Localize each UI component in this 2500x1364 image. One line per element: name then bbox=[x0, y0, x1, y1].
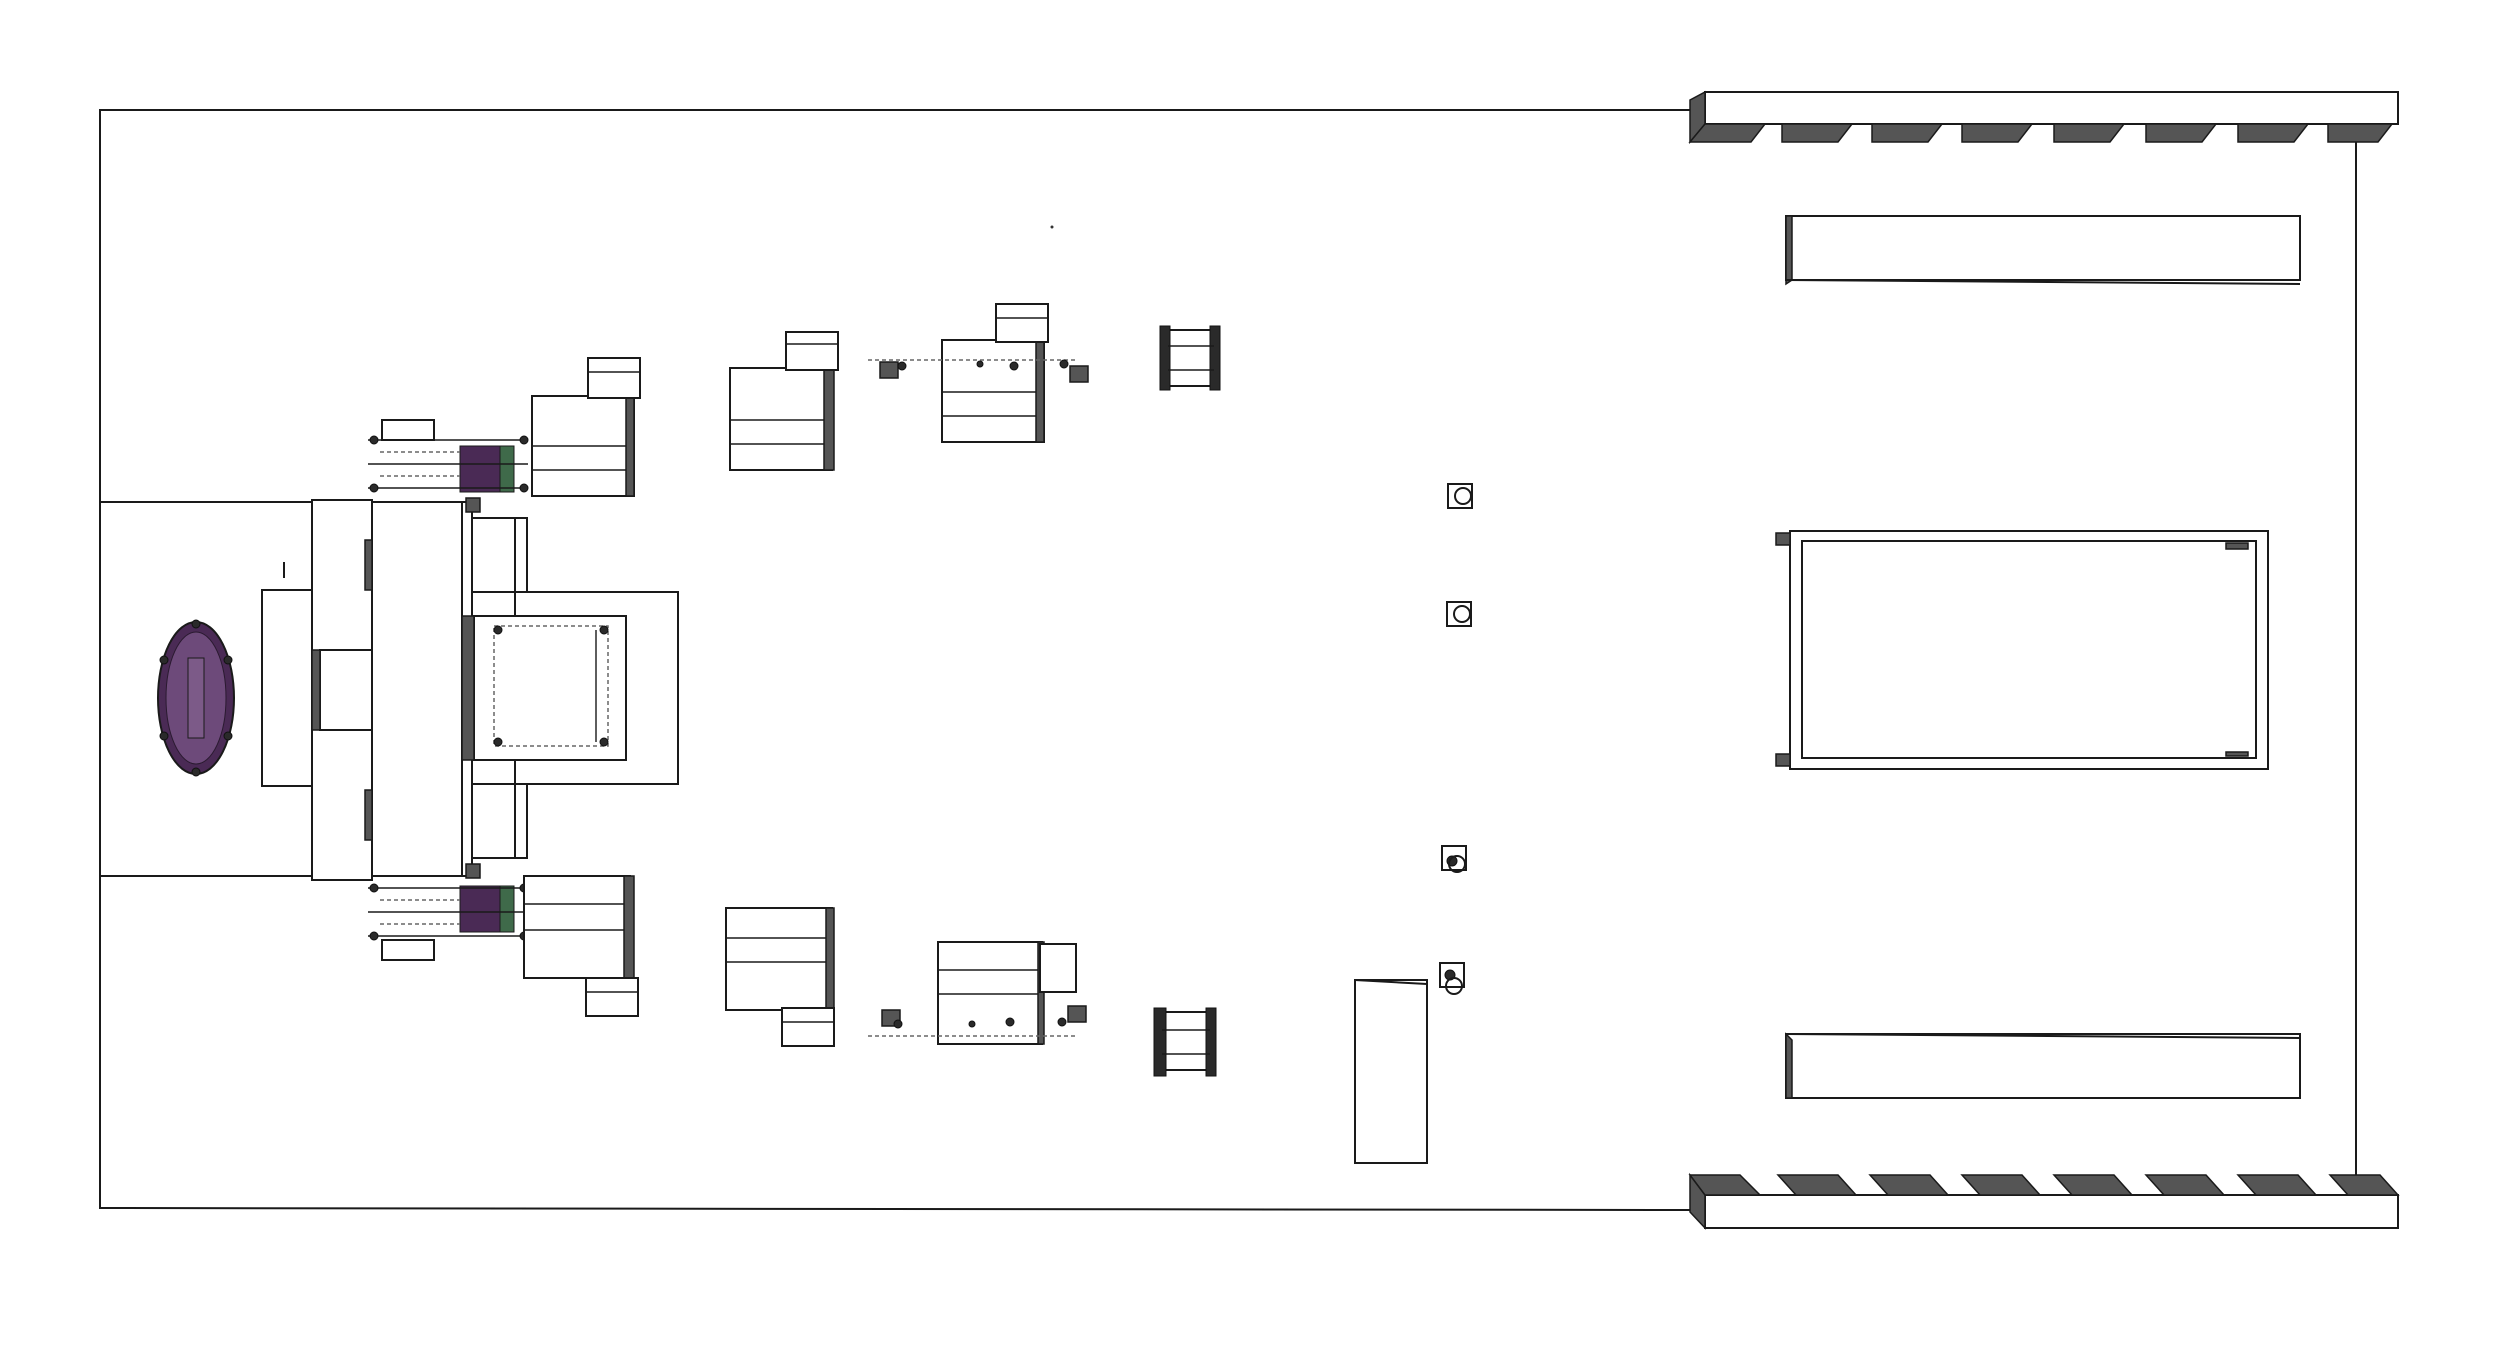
top-riser-row bbox=[531, 303, 1221, 497]
console-desk bbox=[1354, 979, 1428, 1164]
central-platform bbox=[1775, 530, 2269, 770]
floor-socket-markers bbox=[1439, 483, 1473, 995]
marker-dot bbox=[1050, 225, 1054, 229]
top-colonnade bbox=[1688, 90, 2399, 145]
bottom-colonnade bbox=[1688, 1172, 2400, 1230]
top-long-bench bbox=[1785, 215, 2301, 286]
bottom-riser-row bbox=[523, 875, 1217, 1077]
top-truss-rig bbox=[368, 419, 529, 513]
circular-lift bbox=[157, 562, 285, 777]
bottom-long-bench bbox=[1785, 1032, 2301, 1099]
bottom-truss-rig bbox=[368, 863, 529, 961]
